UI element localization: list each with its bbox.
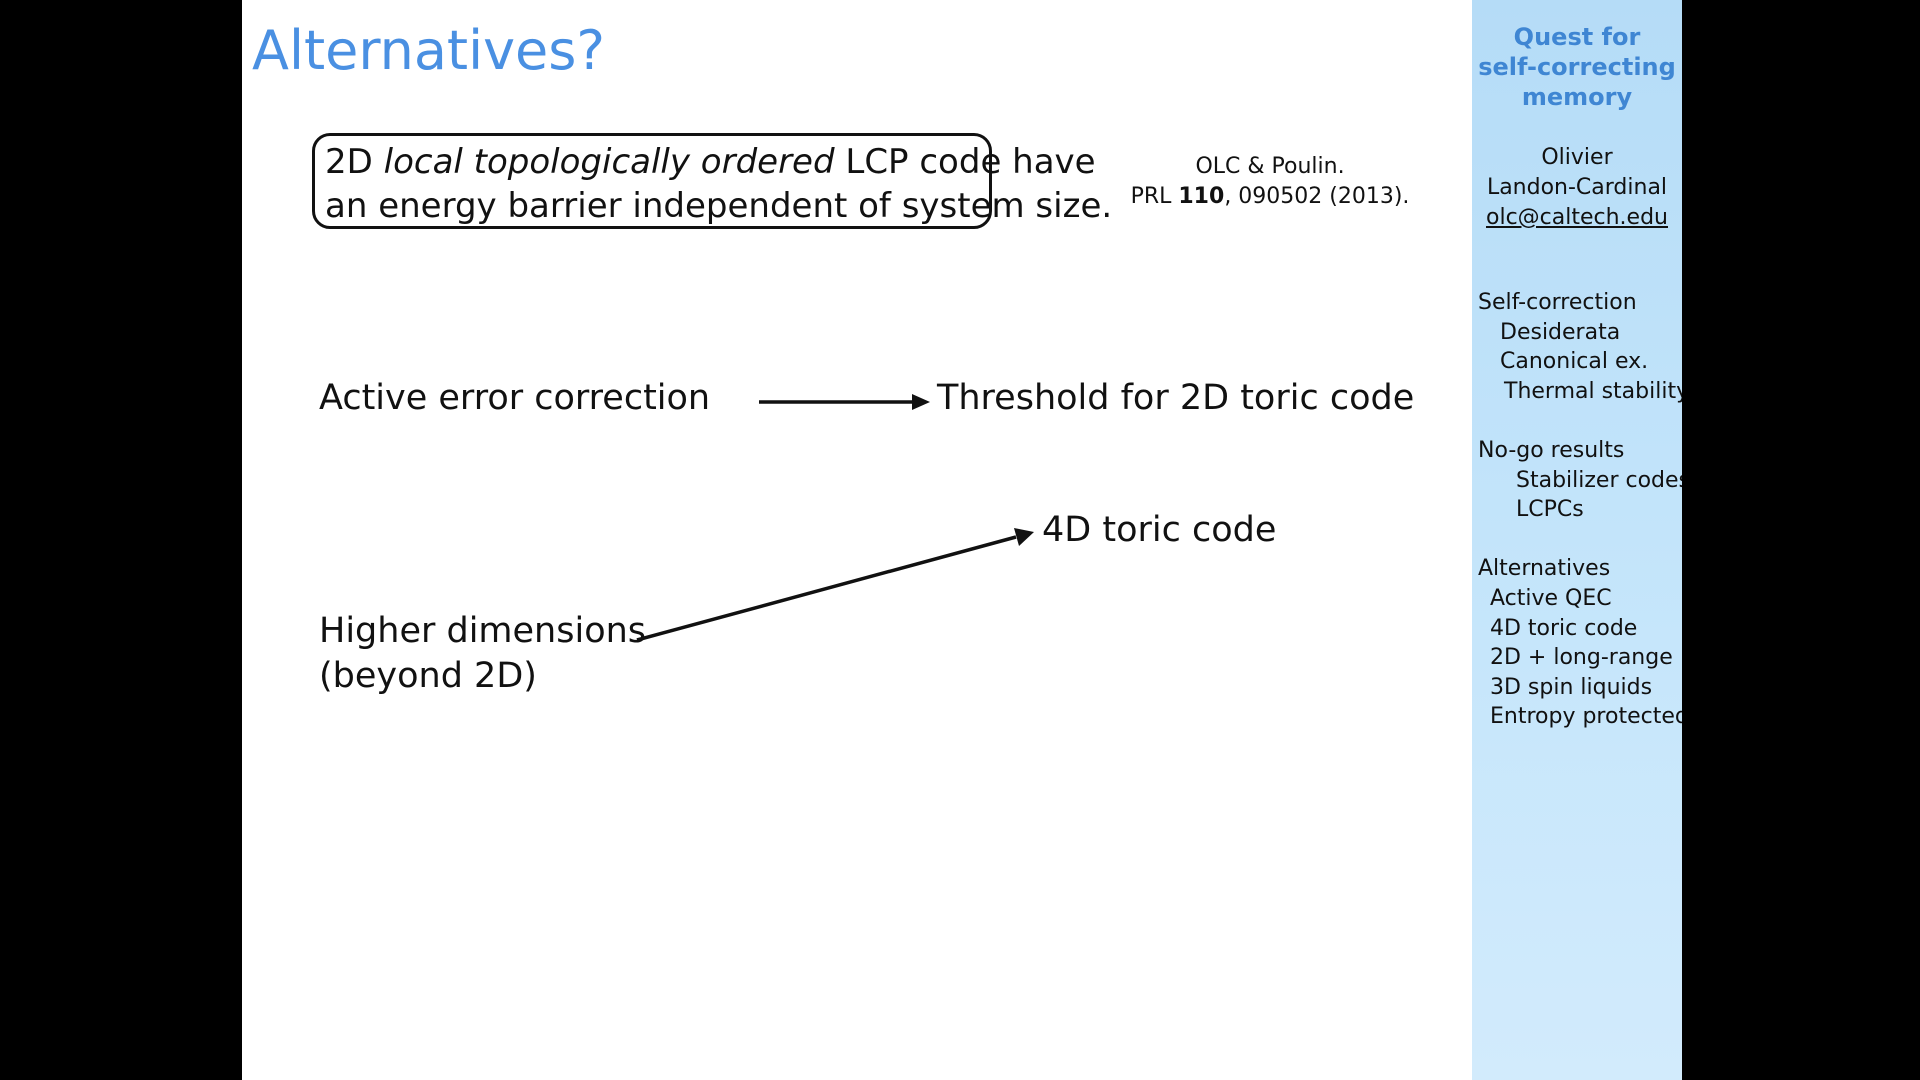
threshold-label: Threshold for 2D toric code — [937, 378, 1415, 418]
sidebar-heading-line-1: Quest for — [1513, 23, 1641, 51]
theorem-text-pre: 2D — [325, 142, 384, 182]
outline-item-self-correction[interactable]: Self-correction — [1478, 290, 1637, 315]
active-error-correction-label: Active error correction — [319, 378, 711, 418]
slide-title: Alternatives? — [252, 19, 606, 82]
sidebar-heading: Quest for self-correcting memory — [1472, 22, 1682, 112]
outline-item-stabilizer-codes[interactable]: Stabilizer codes — [1516, 467, 1682, 493]
outline-item-active-qec[interactable]: Active QEC — [1490, 585, 1612, 611]
slide-canvas: Alternatives? 2D local topologically ord… — [242, 0, 1682, 1080]
theorem-text-italic: local topologically ordered — [383, 142, 835, 182]
sidebar-outline: Self-correction Desiderata Canonical ex.… — [1478, 288, 1682, 732]
reference-journal-name: PRL — [1130, 184, 1179, 209]
theorem-line-1: 2D local topologically ordered LCP code … — [325, 140, 1096, 184]
reference-journal: PRL 110, 090502 (2013). — [1120, 182, 1420, 212]
outline-item-4d-toric-code[interactable]: 4D toric code — [1490, 615, 1638, 641]
outline-spacer — [1478, 406, 1682, 436]
sidebar-author: Olivier Landon-Cardinal olc@caltech.edu — [1472, 143, 1682, 233]
reference-citation: OLC & Poulin. PRL 110, 090502 (2013). — [1120, 152, 1420, 212]
toric-4d-label: 4D toric code — [1042, 510, 1277, 550]
outline-item-no-go-results[interactable]: No-go results — [1478, 437, 1625, 463]
author-email-link[interactable]: olc@caltech.edu — [1486, 205, 1668, 230]
outline-spacer — [1478, 525, 1682, 555]
sidebar-heading-line-2: self-correcting — [1478, 53, 1676, 81]
theorem-text-post: LCP code have — [834, 142, 1096, 182]
outline-item-entropy-protected[interactable]: Entropy protected — [1490, 704, 1682, 730]
outline-item-thermal-stability[interactable]: Thermal stability — [1504, 378, 1682, 404]
higher-dimensions-line-2: (beyond 2D) — [319, 656, 537, 696]
outline-item-lcpcs[interactable]: LCPCs — [1516, 497, 1584, 523]
reference-pages-year: , 090502 (2013). — [1224, 184, 1410, 209]
outline-item-canonical-ex[interactable]: Canonical ex. — [1500, 349, 1649, 375]
outline-item-desiderata[interactable]: Desiderata — [1500, 319, 1621, 345]
sidebar-heading-line-3: memory — [1521, 83, 1633, 111]
outline-item-alternatives[interactable]: Alternatives — [1478, 556, 1611, 582]
higher-dimensions-line-1: Higher dimensions — [319, 611, 647, 651]
higher-dimensions-label: Higher dimensions (beyond 2D) — [319, 609, 646, 699]
theorem-line-2: an energy barrier independent of system … — [325, 186, 1113, 226]
theorem-box: 2D local topologically ordered LCP code … — [312, 133, 1113, 229]
reference-authors: OLC & Poulin. — [1195, 154, 1345, 179]
arrow-higher-to-4d — [636, 528, 1034, 642]
arrow-active-to-threshold — [759, 394, 930, 410]
outline-sidebar: Quest for self-correcting memory Olivier… — [1472, 0, 1682, 1080]
author-first-name: Olivier — [1541, 145, 1613, 170]
reference-volume: 110 — [1178, 184, 1225, 209]
outline-item-2d-long-range[interactable]: 2D + long-range — [1490, 645, 1673, 671]
author-last-name: Landon-Cardinal — [1486, 175, 1668, 200]
outline-item-3d-spin-liquids[interactable]: 3D spin liquids — [1490, 674, 1653, 700]
